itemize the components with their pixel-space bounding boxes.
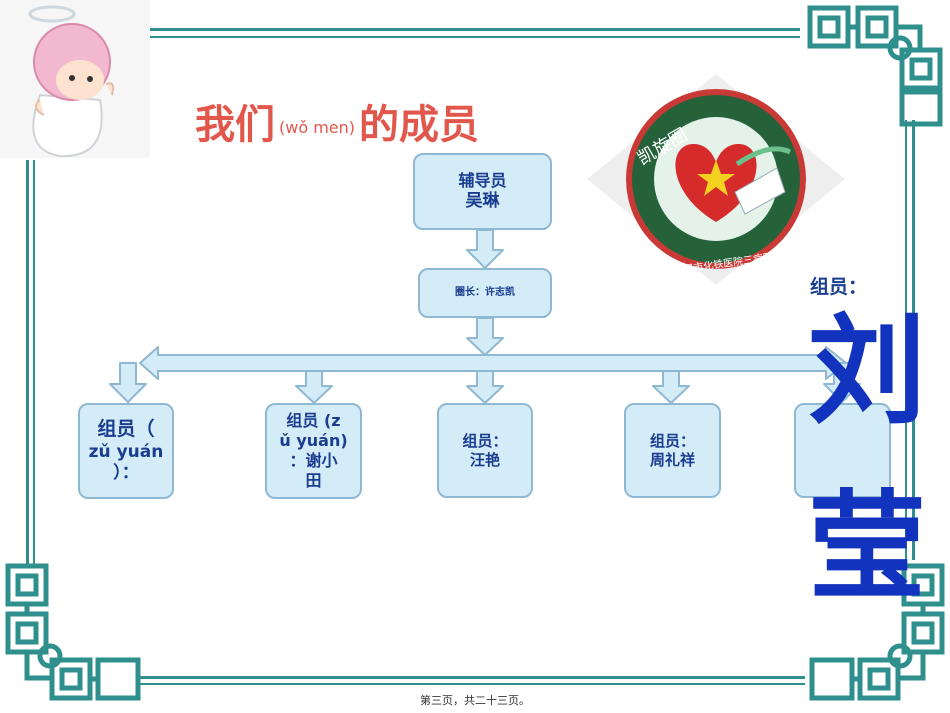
page-title: 我们(wǒ men)的成员 xyxy=(195,92,479,150)
member-2-line-4: 田 xyxy=(305,471,322,490)
frame-right-line-inner xyxy=(905,120,907,560)
arrow-to-member-2 xyxy=(295,370,333,404)
member-3-line-2: 汪艳 xyxy=(469,450,500,469)
member-name-char-2: 莹 xyxy=(808,477,927,616)
member-box-5 xyxy=(794,403,891,498)
frame-bottom-line-inner xyxy=(140,683,805,685)
angel-cartoon-image xyxy=(0,0,150,158)
arrow-to-member-5 xyxy=(823,362,861,403)
side-member-label: 组员： xyxy=(810,276,868,298)
frame-top-line xyxy=(150,28,800,31)
arrow-to-member-4 xyxy=(652,370,690,404)
member-box-1: 组员（ zǔ yuán ）： xyxy=(78,403,174,499)
member-2-line-2: ǔ yuán) xyxy=(279,431,348,450)
member-3-line-1: 组员： xyxy=(462,431,508,450)
leader-label: 圈长：许志凯 xyxy=(455,286,515,298)
arrow-to-member-1 xyxy=(109,362,147,403)
frame-bottom-line xyxy=(140,676,805,679)
member-box-3: 组员： 汪艳 xyxy=(437,403,533,498)
leader-box: 圈长：许志凯 xyxy=(418,268,552,318)
title-pinyin: (wǒ men) xyxy=(279,117,356,137)
frame-top-line-inner xyxy=(150,36,800,38)
member-box-2: 组员 (z ǔ yuán) ：谢小 田 xyxy=(265,403,362,499)
corner-ornament-top-right xyxy=(807,5,943,127)
arrow-leader-to-bar xyxy=(466,317,504,356)
corner-ornament-bottom-right xyxy=(809,563,945,701)
title-main-a: 我们 xyxy=(195,102,275,148)
arrow-counselor-to-leader xyxy=(466,229,504,269)
member-4-line-2: 周礼祥 xyxy=(649,450,695,469)
group-logo: 凯旋圈 武汉市化铁医院三病区 xyxy=(587,74,845,285)
member-1-line-1: 组员（ xyxy=(97,417,155,440)
title-main-b: 的成员 xyxy=(359,102,480,148)
member-box-4: 组员： 周礼祥 xyxy=(624,403,721,498)
page-footer: 第三页，共二十三页。 xyxy=(420,694,530,707)
counselor-title: 辅导员 xyxy=(458,170,507,190)
member-1-line-3: ）： xyxy=(113,462,139,483)
frame-left-line-inner xyxy=(33,160,35,565)
frame-right-line xyxy=(912,120,915,560)
arrow-to-member-3 xyxy=(466,370,504,404)
member-2-line-3: ：谢小 xyxy=(289,451,338,470)
counselor-name: 吴琳 xyxy=(465,190,500,211)
member-4-line-1: 组员： xyxy=(649,431,695,450)
frame-left-line xyxy=(26,160,29,565)
member-2-line-1: 组员 (z xyxy=(286,411,341,430)
member-name-char-1: 刘 xyxy=(808,301,927,440)
member-1-line-2: zǔ yuán xyxy=(88,441,164,462)
corner-ornament-bottom-left xyxy=(5,563,141,701)
counselor-box: 辅导员 吴琳 xyxy=(413,153,552,230)
